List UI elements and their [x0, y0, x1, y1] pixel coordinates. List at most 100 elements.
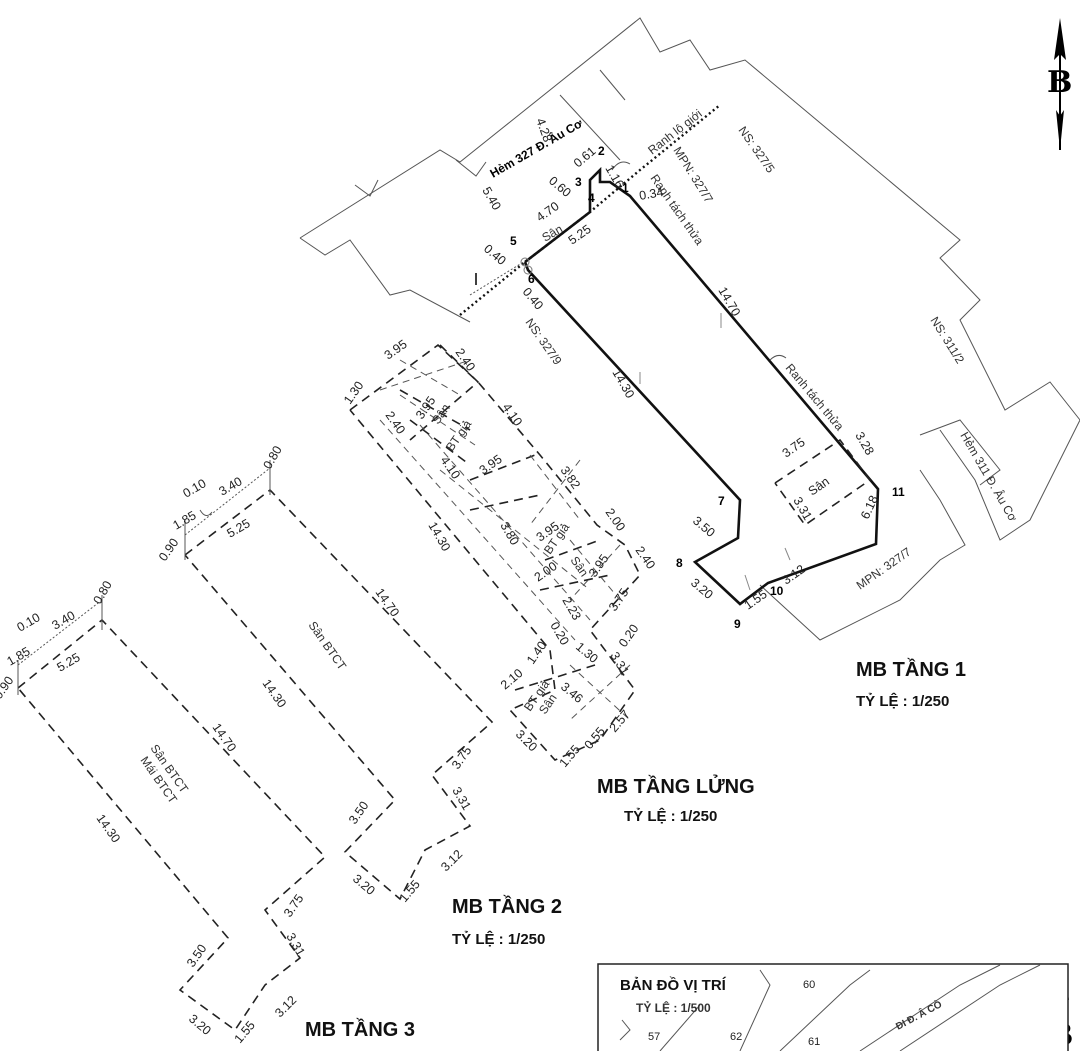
dim-lung-020: 0.20: [547, 620, 571, 648]
dim-lung-331: 3.31: [607, 650, 631, 678]
point-7: 7: [718, 494, 725, 508]
dim-t2-375: 3.75: [449, 744, 474, 772]
north-arrow-main: B: [1047, 18, 1072, 150]
scale-tang-1: TỶ LỆ : 1/250: [856, 692, 949, 710]
dim-060: 0.60: [546, 174, 574, 200]
ranh-tach-thua-side-label: Ranh tách thửa: [783, 361, 847, 434]
location-map-scale: TỶ LỆ : 1/500: [636, 1000, 711, 1015]
point-11: 11: [892, 485, 905, 499]
san-label-tang1: Sân: [806, 474, 832, 498]
point-10: 10: [770, 584, 784, 598]
dim-t3-1430: 14.30: [94, 812, 123, 846]
ns-3275-label: NS: 327/5: [736, 124, 778, 176]
dim-lung-375: 3.75: [606, 586, 631, 614]
dim-lung-223: 2.23: [559, 595, 583, 623]
dim-t2-155: 1.55: [397, 877, 423, 905]
title-tang-lung: MB TẦNG LỬNG: [597, 774, 755, 798]
street-right-label: Hẻm 311 Đ. Âu Cơ: [957, 429, 1021, 524]
dim-lung-380: 3.80: [497, 520, 521, 548]
dim-t3-312: 3.12: [272, 993, 299, 1020]
point-5: 5: [510, 234, 517, 248]
dim-t3-320: 3.20: [186, 1012, 214, 1038]
san-btct-tang2: Sân BTCT: [306, 619, 350, 673]
point-8: 8: [676, 556, 683, 570]
dim-t2-1430: 14.30: [260, 677, 289, 711]
dim-t2-090: 0.90: [156, 536, 181, 564]
scale-tang-lung: TỶ LỆ : 1/250: [624, 807, 717, 825]
lot-57: 57: [648, 1031, 660, 1043]
dim-328: 3.28: [852, 430, 876, 458]
dim-t3-1470: 14.70: [210, 721, 239, 755]
dim-375: 3.75: [780, 435, 808, 460]
lot-60: 60: [803, 979, 815, 991]
dim-lung-410a: 4.10: [500, 401, 525, 429]
location-map: BẢN ĐỒ VỊ TRÍ TỶ LỆ : 1/500 ĐI Đ. Â CÒ 6…: [597, 963, 1069, 1051]
lot-61: 61: [808, 1036, 820, 1048]
dim-320: 3.20: [688, 576, 716, 602]
dim-t3-080: 0.80: [90, 578, 114, 606]
dim-lung-382: 3.82: [558, 464, 583, 492]
point-9: 9: [734, 617, 741, 631]
dim-t3-525: 5.25: [55, 650, 83, 674]
dim-155: 1.55: [742, 587, 770, 612]
san-bt-1b: BT giả: [443, 417, 474, 454]
dim-lung-130b: 1.30: [573, 640, 601, 666]
dim-t2-331: 3.31: [449, 785, 473, 813]
dim-t3-375: 3.75: [281, 892, 306, 920]
dim-525: 5.25: [566, 222, 594, 247]
scale-tang-2: TỶ LỆ : 1/250: [452, 930, 545, 948]
dim-040b: 0.40: [520, 285, 546, 313]
dim-lung-055: 0.55: [582, 724, 608, 752]
dim-312: 3.12: [780, 562, 808, 587]
dim-lung-395e: 3.95: [586, 552, 611, 580]
point-4: 4: [588, 191, 595, 205]
dim-470: 4.70: [534, 199, 562, 224]
dim-t2-350: 3.50: [346, 799, 371, 827]
dim-lung-130a: 1.30: [341, 379, 366, 407]
mpn-3277-bottom-label: MPN: 327/7: [854, 544, 914, 592]
title-tang-1: MB TẦNG 1: [856, 658, 966, 681]
location-map-title: BẢN ĐỒ VỊ TRÍ: [620, 976, 727, 994]
dim-lung-240a: 2.40: [453, 346, 478, 374]
dim-t3-010: 0.10: [15, 610, 43, 634]
dim-t2-312: 3.12: [438, 847, 465, 874]
dim-lung-395a: 3.95: [382, 337, 410, 362]
dim-t2-010: 0.10: [181, 476, 209, 500]
dim-t3-155: 1.55: [232, 1018, 258, 1046]
dim-061: 0.61: [571, 144, 599, 170]
dim-040a: 0.40: [481, 242, 509, 268]
dim-lung-240b: 2.40: [383, 409, 408, 437]
lot-62: 62: [730, 1031, 742, 1043]
dim-t3-350: 3.50: [184, 942, 209, 970]
dim-t2-080: 0.80: [260, 443, 284, 471]
point-6: 6: [528, 272, 535, 286]
point-1: 1: [622, 181, 629, 195]
dim-t2-340: 3.40: [217, 474, 245, 498]
dim-t3-090: 0.90: [0, 674, 16, 702]
point-2: 2: [598, 144, 605, 158]
dim-t3-340: 3.40: [50, 608, 78, 632]
dim-lung-1430: 14.30: [425, 520, 453, 554]
title-tang-2: MB TẦNG 2: [452, 895, 562, 918]
point-3: 3: [575, 175, 582, 189]
dim-lung-140: 1.40: [524, 639, 549, 667]
dim-lung-395c: 3.95: [477, 452, 505, 477]
ns-3279-label: NS: 327/9: [523, 316, 565, 368]
san-small-label: Sân: [540, 222, 565, 245]
dim-lung-155: 1.55: [557, 742, 583, 770]
dim-t2-525: 5.25: [225, 516, 253, 540]
dim-lung-320: 3.20: [513, 727, 540, 754]
dim-lung-020b: 0.20: [616, 622, 641, 650]
dim-350: 3.50: [690, 514, 718, 540]
title-tang-3: MB TẦNG 3: [305, 1018, 415, 1041]
dim-540: 5.40: [479, 185, 503, 213]
dim-lung-257: 2.57: [607, 707, 633, 735]
dim-lung-410b: 4.10: [438, 454, 463, 482]
north-letter: B: [1047, 65, 1072, 100]
dim-lung-200a: 2.00: [603, 506, 628, 534]
dim-t3-331: 3.31: [283, 931, 307, 959]
dim-lung-346: 3.46: [558, 680, 586, 706]
plan-tang-1: Hẻm 327 Đ. Âu Cơ Hẻm 311 Đ. Âu Cơ NS: 32…: [299, 17, 1080, 710]
dim-034: 0.34: [638, 185, 664, 203]
